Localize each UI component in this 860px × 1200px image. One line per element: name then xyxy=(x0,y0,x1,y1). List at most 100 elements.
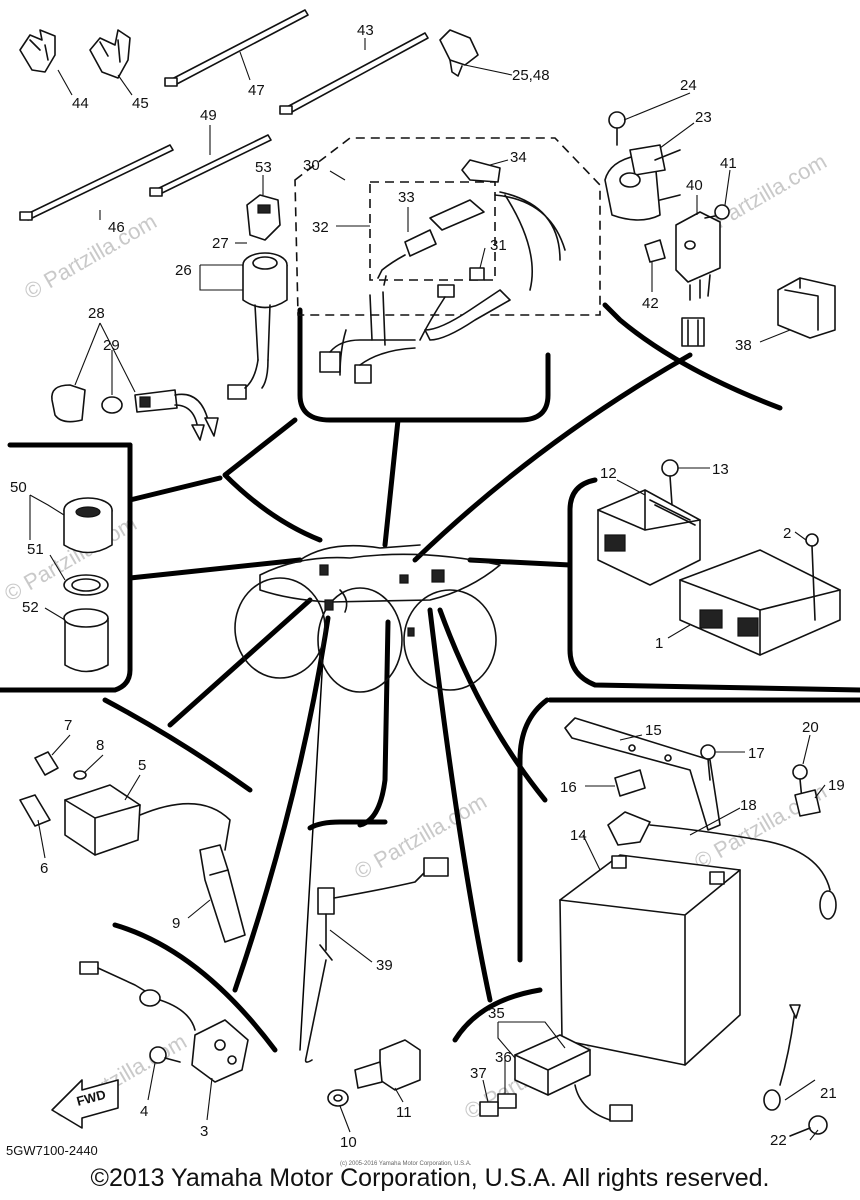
battery-14 xyxy=(559,854,741,1066)
clamp-45 xyxy=(89,29,131,79)
bolt-2 xyxy=(805,533,819,621)
callout-7: 7 xyxy=(64,717,72,734)
callout-46: 46 xyxy=(108,219,125,236)
callout-15: 15 xyxy=(645,722,662,739)
starter-relay-23 xyxy=(604,144,681,221)
callout-27: 27 xyxy=(212,235,229,252)
callout-28: 28 xyxy=(88,305,105,322)
callout-40: 40 xyxy=(686,177,703,194)
washer-8 xyxy=(73,770,87,780)
watermark: © Partzilla.com xyxy=(350,789,491,885)
bolt-17 xyxy=(700,744,716,781)
callout-8: 8 xyxy=(96,737,104,754)
callout-38: 38 xyxy=(735,337,752,354)
callout-19: 19 xyxy=(828,777,845,794)
callout-51: 51 xyxy=(27,541,44,558)
small-copyright: (c) 2005-2016 Yamaha Motor Corporation, … xyxy=(340,1161,472,1167)
callout-41: 41 xyxy=(720,155,737,172)
copyright-notice: ©2013 Yamaha Motor Corporation, U.S.A. A… xyxy=(90,1164,770,1192)
callout-44: 44 xyxy=(72,95,89,112)
ignition-coil-5 xyxy=(64,784,231,856)
callout-26: 26 xyxy=(175,262,192,279)
bolt-13 xyxy=(661,459,679,506)
sensor-3 xyxy=(79,961,249,1083)
callout-24: 24 xyxy=(680,77,697,94)
callout-3: 3 xyxy=(200,1123,208,1140)
callout-37: 37 xyxy=(470,1065,487,1082)
bolt-6 xyxy=(19,794,51,827)
holder-25-48 xyxy=(439,29,479,77)
harness-box-30 xyxy=(294,137,601,316)
diagram-code: 5GW7100-2440 xyxy=(6,1143,98,1158)
ecu-1 xyxy=(679,549,841,656)
callout-42: 42 xyxy=(642,295,659,312)
atv-outline xyxy=(234,544,501,693)
plug-cap-9 xyxy=(199,844,246,943)
band-49 xyxy=(149,134,272,197)
bolt-41 xyxy=(704,204,730,220)
callout-13: 13 xyxy=(712,461,729,478)
callout-50: 50 xyxy=(10,479,27,496)
callout-2: 2 xyxy=(783,525,791,542)
callout-29: 29 xyxy=(103,337,120,354)
relay-40 xyxy=(675,211,721,347)
callout-33: 33 xyxy=(398,189,415,206)
callout-12: 12 xyxy=(600,465,617,482)
band-47 xyxy=(164,9,309,87)
bolt-24 xyxy=(608,111,626,146)
callout-10: 10 xyxy=(340,1134,357,1151)
rectifier-12 xyxy=(597,489,701,586)
callout-23: 23 xyxy=(695,109,712,126)
fuse-37 xyxy=(479,1101,499,1117)
callout-numbers: 44 45 25,48 47 43 49 46 53 27 26 28 29 3… xyxy=(10,22,845,1151)
callout-49: 49 xyxy=(200,107,217,124)
callout-20: 20 xyxy=(802,719,819,736)
harness-parts xyxy=(319,159,566,384)
fwd-label: FWD xyxy=(75,1087,107,1109)
callout-21: 21 xyxy=(820,1085,837,1102)
callout-6: 6 xyxy=(40,860,48,877)
battery-bracket-15 xyxy=(564,717,721,831)
band-43 xyxy=(279,32,429,115)
callout-5: 5 xyxy=(138,757,146,774)
light-28-29 xyxy=(51,384,219,441)
battery-lead-18 xyxy=(607,811,837,920)
fuse-box-38 xyxy=(777,277,836,339)
callout-43: 43 xyxy=(357,22,374,39)
bolt-22 xyxy=(789,1115,828,1137)
damper-16 xyxy=(614,769,646,797)
callout-1: 1 xyxy=(655,635,663,652)
callout-14: 14 xyxy=(570,827,587,844)
callout-47: 47 xyxy=(248,82,265,99)
callout-32: 32 xyxy=(312,219,329,236)
callout-22: 22 xyxy=(770,1132,787,1149)
clip-42 xyxy=(644,239,666,263)
callout-17: 17 xyxy=(748,745,765,762)
callout-30: 30 xyxy=(303,157,320,174)
leader-lines xyxy=(29,38,826,1141)
callout-11: 11 xyxy=(396,1104,412,1121)
fwd-arrow-icon: FWD xyxy=(51,1079,119,1129)
main-switch-26 xyxy=(227,194,288,400)
callout-36: 36 xyxy=(495,1049,512,1066)
watermark: © Partzilla.com xyxy=(20,209,161,305)
callout-35: 35 xyxy=(488,1005,505,1022)
switch-39 xyxy=(304,857,449,1063)
callout-39: 39 xyxy=(376,957,393,974)
washer-10 xyxy=(327,1089,349,1107)
callout-52: 52 xyxy=(22,599,39,616)
ground-lead-21 xyxy=(763,1004,801,1111)
callout-9: 9 xyxy=(172,915,180,932)
clip-19 xyxy=(794,789,821,817)
callout-34: 34 xyxy=(510,149,527,166)
callout-25-48: 25,48 xyxy=(512,67,550,84)
fuse-box-35 xyxy=(514,1034,633,1122)
clamp-44 xyxy=(19,29,56,73)
callout-45: 45 xyxy=(132,95,149,112)
callout-53: 53 xyxy=(255,159,272,176)
callout-31: 31 xyxy=(490,237,507,254)
fuse-36 xyxy=(497,1093,517,1109)
sensor-11 xyxy=(354,1039,421,1091)
callout-16: 16 xyxy=(560,779,577,796)
